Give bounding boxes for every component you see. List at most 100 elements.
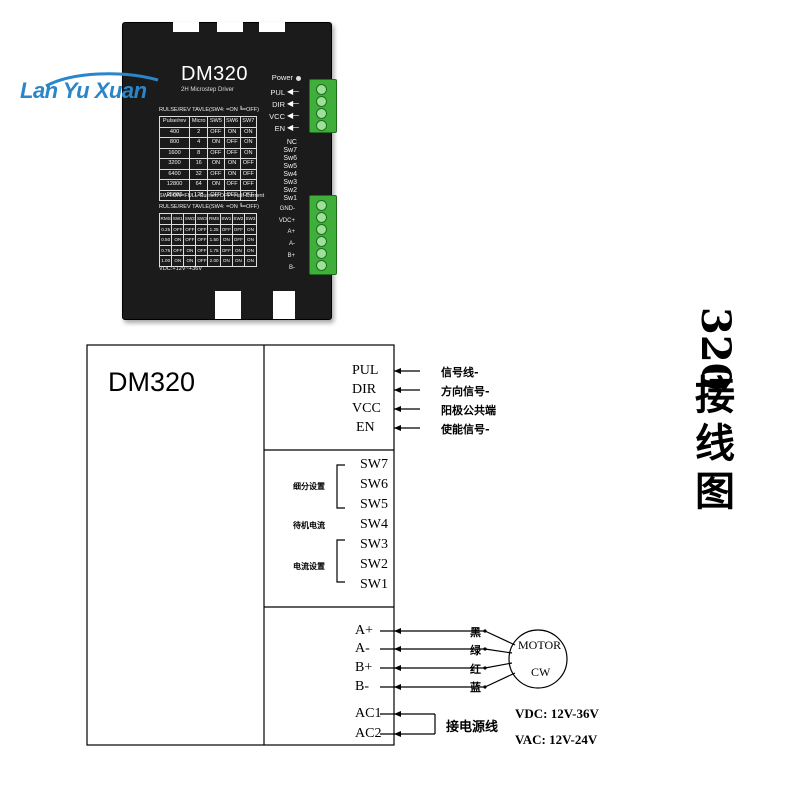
driver-box-outline bbox=[86, 344, 395, 746]
motor-pin-b-plus: B+ bbox=[355, 660, 373, 675]
bracket-current bbox=[336, 539, 345, 583]
signal-terminal-block bbox=[309, 79, 337, 133]
wire-color-red: 红 bbox=[470, 663, 481, 676]
diagram-model-label: DM320 bbox=[108, 367, 196, 397]
micro-cell: OFF bbox=[239, 179, 258, 191]
terminal-label: B- bbox=[289, 265, 295, 271]
current-cell: ON bbox=[243, 223, 258, 235]
current-header-cell: SW3 bbox=[243, 213, 258, 225]
motor-pin-a-minus: A- bbox=[355, 641, 370, 656]
vdc-note: VDC:+12V~+36V bbox=[159, 266, 203, 272]
current-cell: 1.75 bbox=[207, 244, 221, 256]
group-current-label: 电流设置 bbox=[293, 561, 325, 571]
mount-notch bbox=[215, 291, 241, 319]
wire-color-black: 黑 bbox=[470, 626, 481, 639]
motor-circle bbox=[508, 629, 568, 689]
motor-pin-a-plus: A+ bbox=[355, 623, 374, 638]
wire-color-blue: 蓝 bbox=[470, 681, 481, 694]
power-terminal-block bbox=[309, 195, 337, 275]
current-header-cell: RMS bbox=[207, 213, 221, 225]
current-cell: 0.50 bbox=[158, 234, 173, 246]
switch-sw5: SW5 bbox=[360, 497, 388, 512]
vertical-title: 320 接 线 图 bbox=[690, 292, 740, 516]
vertical-title-number: 320 bbox=[692, 307, 739, 391]
micro-cell: ON bbox=[239, 126, 258, 138]
switch-label: Sw1 bbox=[283, 195, 297, 202]
pin-label-pul: PUL bbox=[270, 88, 285, 97]
signal-desc-vcc: 阳极公共端 bbox=[441, 404, 496, 417]
terminal-label: A+ bbox=[287, 229, 295, 235]
current-cell: 1.50 bbox=[207, 234, 221, 246]
terminal-label: GND- bbox=[279, 206, 295, 212]
switch-sw7: SW7 bbox=[360, 457, 388, 472]
mount-notch bbox=[273, 291, 295, 319]
switch-sw3: SW3 bbox=[360, 537, 388, 552]
power-label: Power bbox=[271, 73, 293, 82]
diagram-pin-pul: PUL bbox=[352, 363, 379, 378]
lead-to-motor bbox=[484, 672, 516, 688]
terminal-label: B+ bbox=[287, 253, 295, 259]
power-pin-ac1: AC1 bbox=[355, 706, 382, 721]
current-cell: 0.75 bbox=[158, 244, 173, 256]
micro-cell: ON bbox=[239, 137, 258, 149]
vertical-title-char: 线 bbox=[695, 420, 735, 467]
vertical-title-char: 接 bbox=[695, 372, 735, 419]
motor-pin-b-minus: B- bbox=[355, 679, 369, 694]
micro-table-caption: RULSE/REV TAVLE(SW4: =ON ┗=OFF) bbox=[159, 107, 260, 113]
vertical-title-char: 图 bbox=[695, 468, 735, 515]
product-subtitle: 2H Microstep Driver bbox=[181, 87, 235, 93]
current-cell: 0.25 bbox=[158, 223, 173, 235]
switch-label: Sw2 bbox=[283, 187, 297, 194]
switch-sw6: SW6 bbox=[360, 477, 388, 492]
switch-label: Sw4 bbox=[283, 171, 297, 178]
mount-notch bbox=[259, 22, 285, 32]
vac-spec: VAC: 12V-24V bbox=[515, 732, 598, 747]
wire-color-green: 绿 bbox=[470, 644, 481, 657]
micro-cell: ON bbox=[239, 147, 258, 159]
switch-label: Sw7 bbox=[283, 147, 297, 154]
bracket-microstep bbox=[336, 464, 345, 509]
vdc-spec: VDC: 12V-36V bbox=[515, 706, 599, 721]
micro-cell: OFF bbox=[239, 189, 258, 201]
pin-label-dir: DIR bbox=[272, 100, 285, 109]
group-standby-current-label: 待机电流 bbox=[293, 520, 325, 530]
micro-cell: OFF bbox=[239, 158, 258, 170]
arrow-left-icon: ◀─ bbox=[287, 99, 299, 108]
brand-logo: Lan Yu Xuan bbox=[20, 78, 147, 103]
mount-notch bbox=[217, 22, 243, 32]
current-table-caption: RULSE/REV TAVLE(SW4: =ON ┗=OFF) bbox=[159, 204, 260, 210]
pin-label-en: EN bbox=[274, 124, 285, 133]
diagram-pin-vcc: VCC bbox=[352, 401, 381, 416]
lead-to-motor bbox=[484, 648, 513, 654]
terminal-label: A- bbox=[289, 241, 295, 247]
current-cell: ON bbox=[243, 244, 258, 256]
motor-direction-label: CW bbox=[531, 665, 551, 679]
group-microstep-label: 细分设置 bbox=[293, 481, 325, 491]
signal-desc-en: 使能信号- bbox=[441, 423, 490, 436]
lead-to-motor bbox=[484, 630, 516, 646]
switch-label: NC bbox=[286, 139, 297, 146]
signal-desc-pul: 信号线- bbox=[441, 366, 479, 379]
driver-product-photo: DM320 2H Microstep Driver Power PUL DIR … bbox=[122, 22, 337, 320]
pin-label-vcc: VCC bbox=[269, 112, 285, 121]
logo-swoosh-icon bbox=[45, 72, 159, 88]
switch-sw1: SW1 bbox=[360, 577, 388, 592]
arrow-left-icon: ◀─ bbox=[287, 87, 299, 96]
power-pin-ac2: AC2 bbox=[355, 726, 382, 741]
terminal-label: VDC+ bbox=[278, 218, 295, 224]
current-cell: 2.00 bbox=[207, 255, 221, 267]
switch-label: Sw5 bbox=[283, 163, 297, 170]
lead-to-motor bbox=[484, 662, 513, 669]
